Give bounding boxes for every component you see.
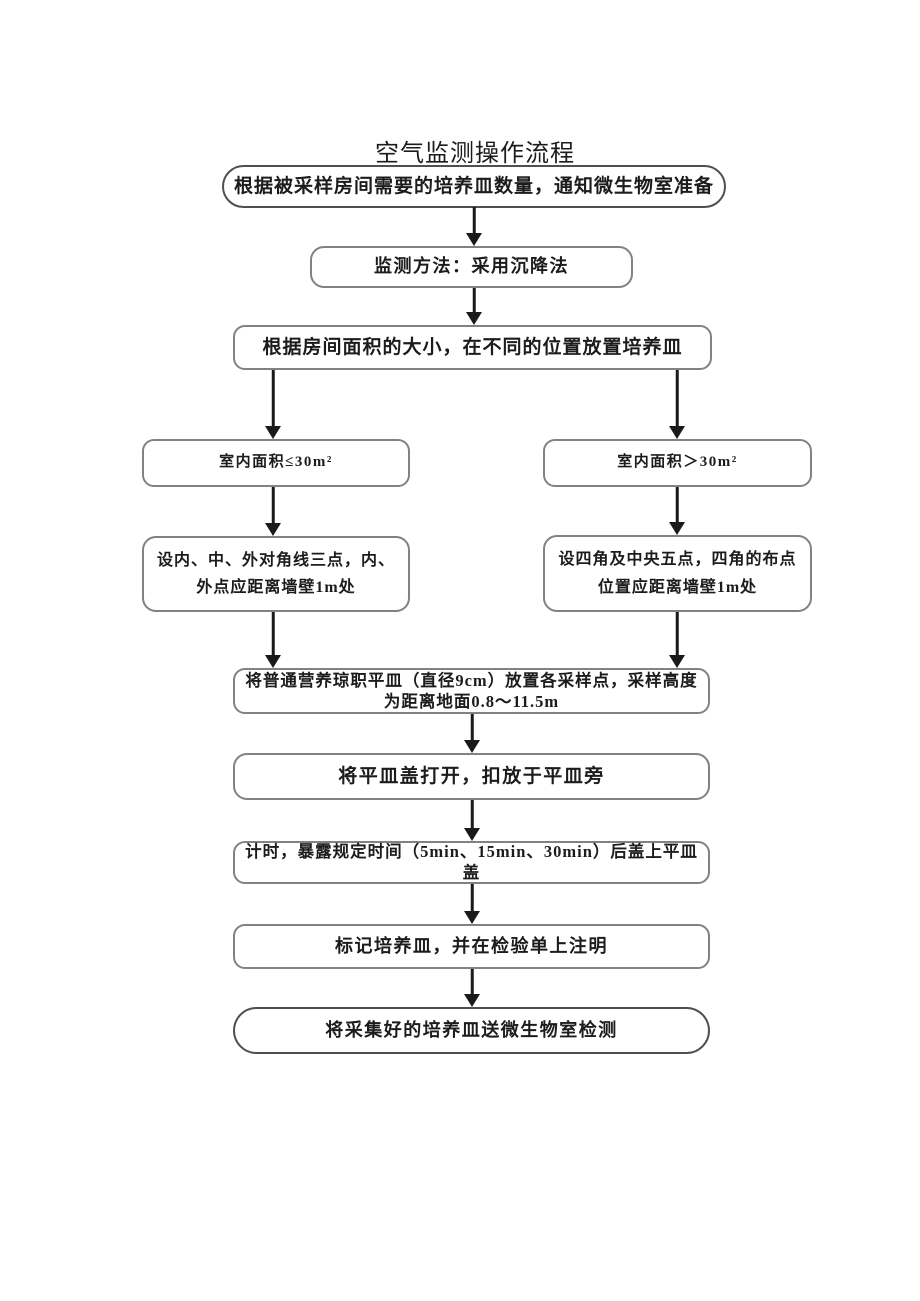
arrow-line — [472, 288, 476, 314]
arrow-down-icon — [669, 370, 685, 439]
arrow-line — [470, 884, 474, 913]
arrow-down-icon — [464, 969, 480, 1007]
arrow-head-icon — [464, 994, 480, 1007]
flow-node-area-small: 室内面积≤30m² — [142, 439, 410, 487]
arrow-down-icon — [265, 370, 281, 439]
arrow-down-icon — [464, 800, 480, 841]
flow-node-timing: 计时，暴露规定时间（5min、15min、30min）后盖上平皿盖 — [233, 841, 710, 884]
flow-node-place-dish: 将普通营养琼职平皿（直径9cm）放置各采样点，采样高度为距离地面0.8～11.5… — [233, 668, 710, 714]
flow-node-start: 根据被采样房间需要的培养皿数量，通知微生物室准备 — [222, 165, 726, 208]
arrow-line — [675, 487, 679, 524]
arrow-down-icon — [466, 207, 482, 246]
arrow-line — [271, 370, 275, 428]
arrow-head-icon — [265, 523, 281, 536]
flow-node-placement: 根据房间面积的大小，在不同的位置放置培养皿 — [233, 325, 712, 370]
arrow-down-icon — [669, 612, 685, 668]
arrow-line — [472, 207, 476, 235]
flow-node-points-large: 设四角及中央五点，四角的布点位置应距离墙壁1m处 — [543, 535, 812, 612]
flow-node-open-lid: 将平皿盖打开，扣放于平皿旁 — [233, 753, 710, 800]
arrow-head-icon — [669, 655, 685, 668]
arrow-head-icon — [265, 655, 281, 668]
flow-node-mark: 标记培养皿，并在检验单上注明 — [233, 924, 710, 969]
arrow-line — [470, 800, 474, 830]
arrow-head-icon — [464, 740, 480, 753]
arrow-line — [271, 487, 275, 525]
arrow-down-icon — [265, 487, 281, 536]
flow-node-area-large: 室内面积＞30m² — [543, 439, 812, 487]
arrow-head-icon — [669, 522, 685, 535]
arrow-line — [675, 612, 679, 657]
arrow-head-icon — [464, 828, 480, 841]
arrow-head-icon — [265, 426, 281, 439]
page-title: 空气监测操作流程 — [375, 141, 575, 167]
arrow-head-icon — [466, 233, 482, 246]
arrow-line — [470, 714, 474, 742]
arrow-down-icon — [265, 612, 281, 668]
arrow-head-icon — [464, 911, 480, 924]
flow-node-points-small: 设内、中、外对角线三点，内、外点应距离墙壁1m处 — [142, 536, 410, 612]
arrow-line — [470, 969, 474, 996]
arrow-line — [675, 370, 679, 428]
arrow-down-icon — [669, 487, 685, 535]
arrow-down-icon — [464, 714, 480, 753]
arrow-head-icon — [669, 426, 685, 439]
flow-node-method: 监测方法：采用沉降法 — [310, 246, 633, 288]
arrow-down-icon — [466, 288, 482, 325]
arrow-head-icon — [466, 312, 482, 325]
arrow-line — [271, 612, 275, 657]
flow-node-send: 将采集好的培养皿送微生物室检测 — [233, 1007, 710, 1054]
arrow-down-icon — [464, 884, 480, 924]
